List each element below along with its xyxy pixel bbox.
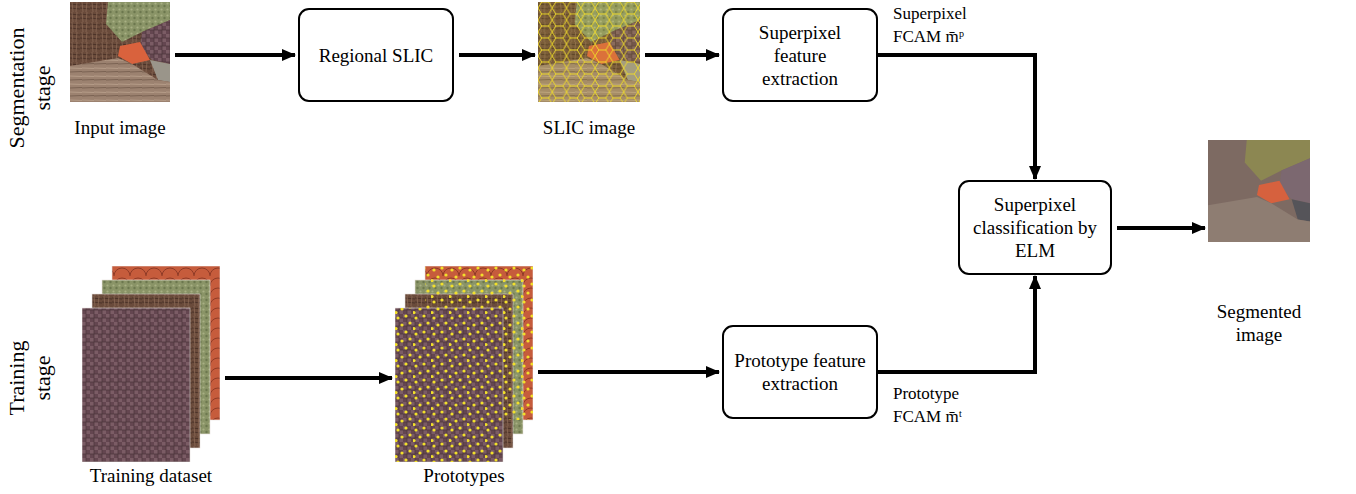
- texture-stack: [395, 266, 533, 462]
- process-box: Superpixel classification by ELM: [958, 180, 1112, 275]
- edge-label: Prototype FCAM m̄ᵗ: [893, 382, 1003, 428]
- arrow-connector: [1117, 226, 1205, 230]
- prototypes-picture: [395, 266, 533, 462]
- process-box: Superpixel feature extraction: [722, 8, 878, 102]
- arrow-connector: [645, 53, 719, 57]
- box-text: Superpixel feature extraction: [734, 21, 866, 90]
- process-box: Prototype feature extraction: [722, 325, 878, 419]
- segmented-image-picture: [1208, 140, 1310, 242]
- arrow-connector: [459, 53, 535, 57]
- tint: [538, 2, 640, 102]
- slic-image-picture: [538, 2, 640, 102]
- image-frame: [395, 266, 533, 462]
- image-node: Training dataset: [82, 266, 220, 487]
- arrow-connector: [175, 53, 295, 57]
- stage-label: Training stage: [4, 323, 56, 433]
- arrow-connector: [878, 55, 1035, 179]
- image-frame: [82, 266, 220, 462]
- stage-label: Segmentation stage: [4, 13, 56, 163]
- box-text: Superpixel classification by ELM: [970, 193, 1100, 262]
- image-caption: Prototypes: [374, 464, 554, 487]
- texture-collage: [70, 2, 170, 102]
- image-node: Segmented image: [1208, 140, 1310, 346]
- texture-collage: [538, 2, 640, 102]
- image-frame: [70, 2, 170, 102]
- edge-label: Superpixel FCAM m̄ᵖ: [893, 2, 1003, 48]
- superpixel-grid: [538, 2, 640, 102]
- image-node: SLIC image: [538, 2, 640, 139]
- image-node: Input image: [70, 2, 170, 139]
- input-image-picture: [70, 2, 170, 102]
- image-node: Prototypes: [395, 266, 533, 487]
- image-frame: [538, 2, 640, 102]
- arrow-connector: [538, 370, 719, 374]
- image-frame: [1208, 140, 1310, 242]
- prototype-dots: [503, 308, 533, 420]
- region: [1208, 197, 1310, 242]
- process-box: Regional SLIC: [298, 8, 454, 102]
- image-caption: SLIC image: [509, 116, 669, 139]
- arrow-connector: [878, 276, 1035, 372]
- region: [1208, 140, 1310, 242]
- box-text: Regional SLIC: [319, 44, 434, 67]
- image-caption: Input image: [40, 116, 200, 139]
- box-text: Prototype feature extraction: [734, 349, 866, 395]
- image-caption: Segmented image: [1208, 300, 1310, 346]
- training-dataset-picture: [82, 266, 220, 462]
- image-caption: Training dataset: [61, 464, 241, 487]
- prototype-dots: [425, 266, 533, 308]
- prototype-dots: [395, 308, 503, 462]
- arrow-connector: [225, 376, 392, 380]
- texture-stack: [82, 266, 220, 462]
